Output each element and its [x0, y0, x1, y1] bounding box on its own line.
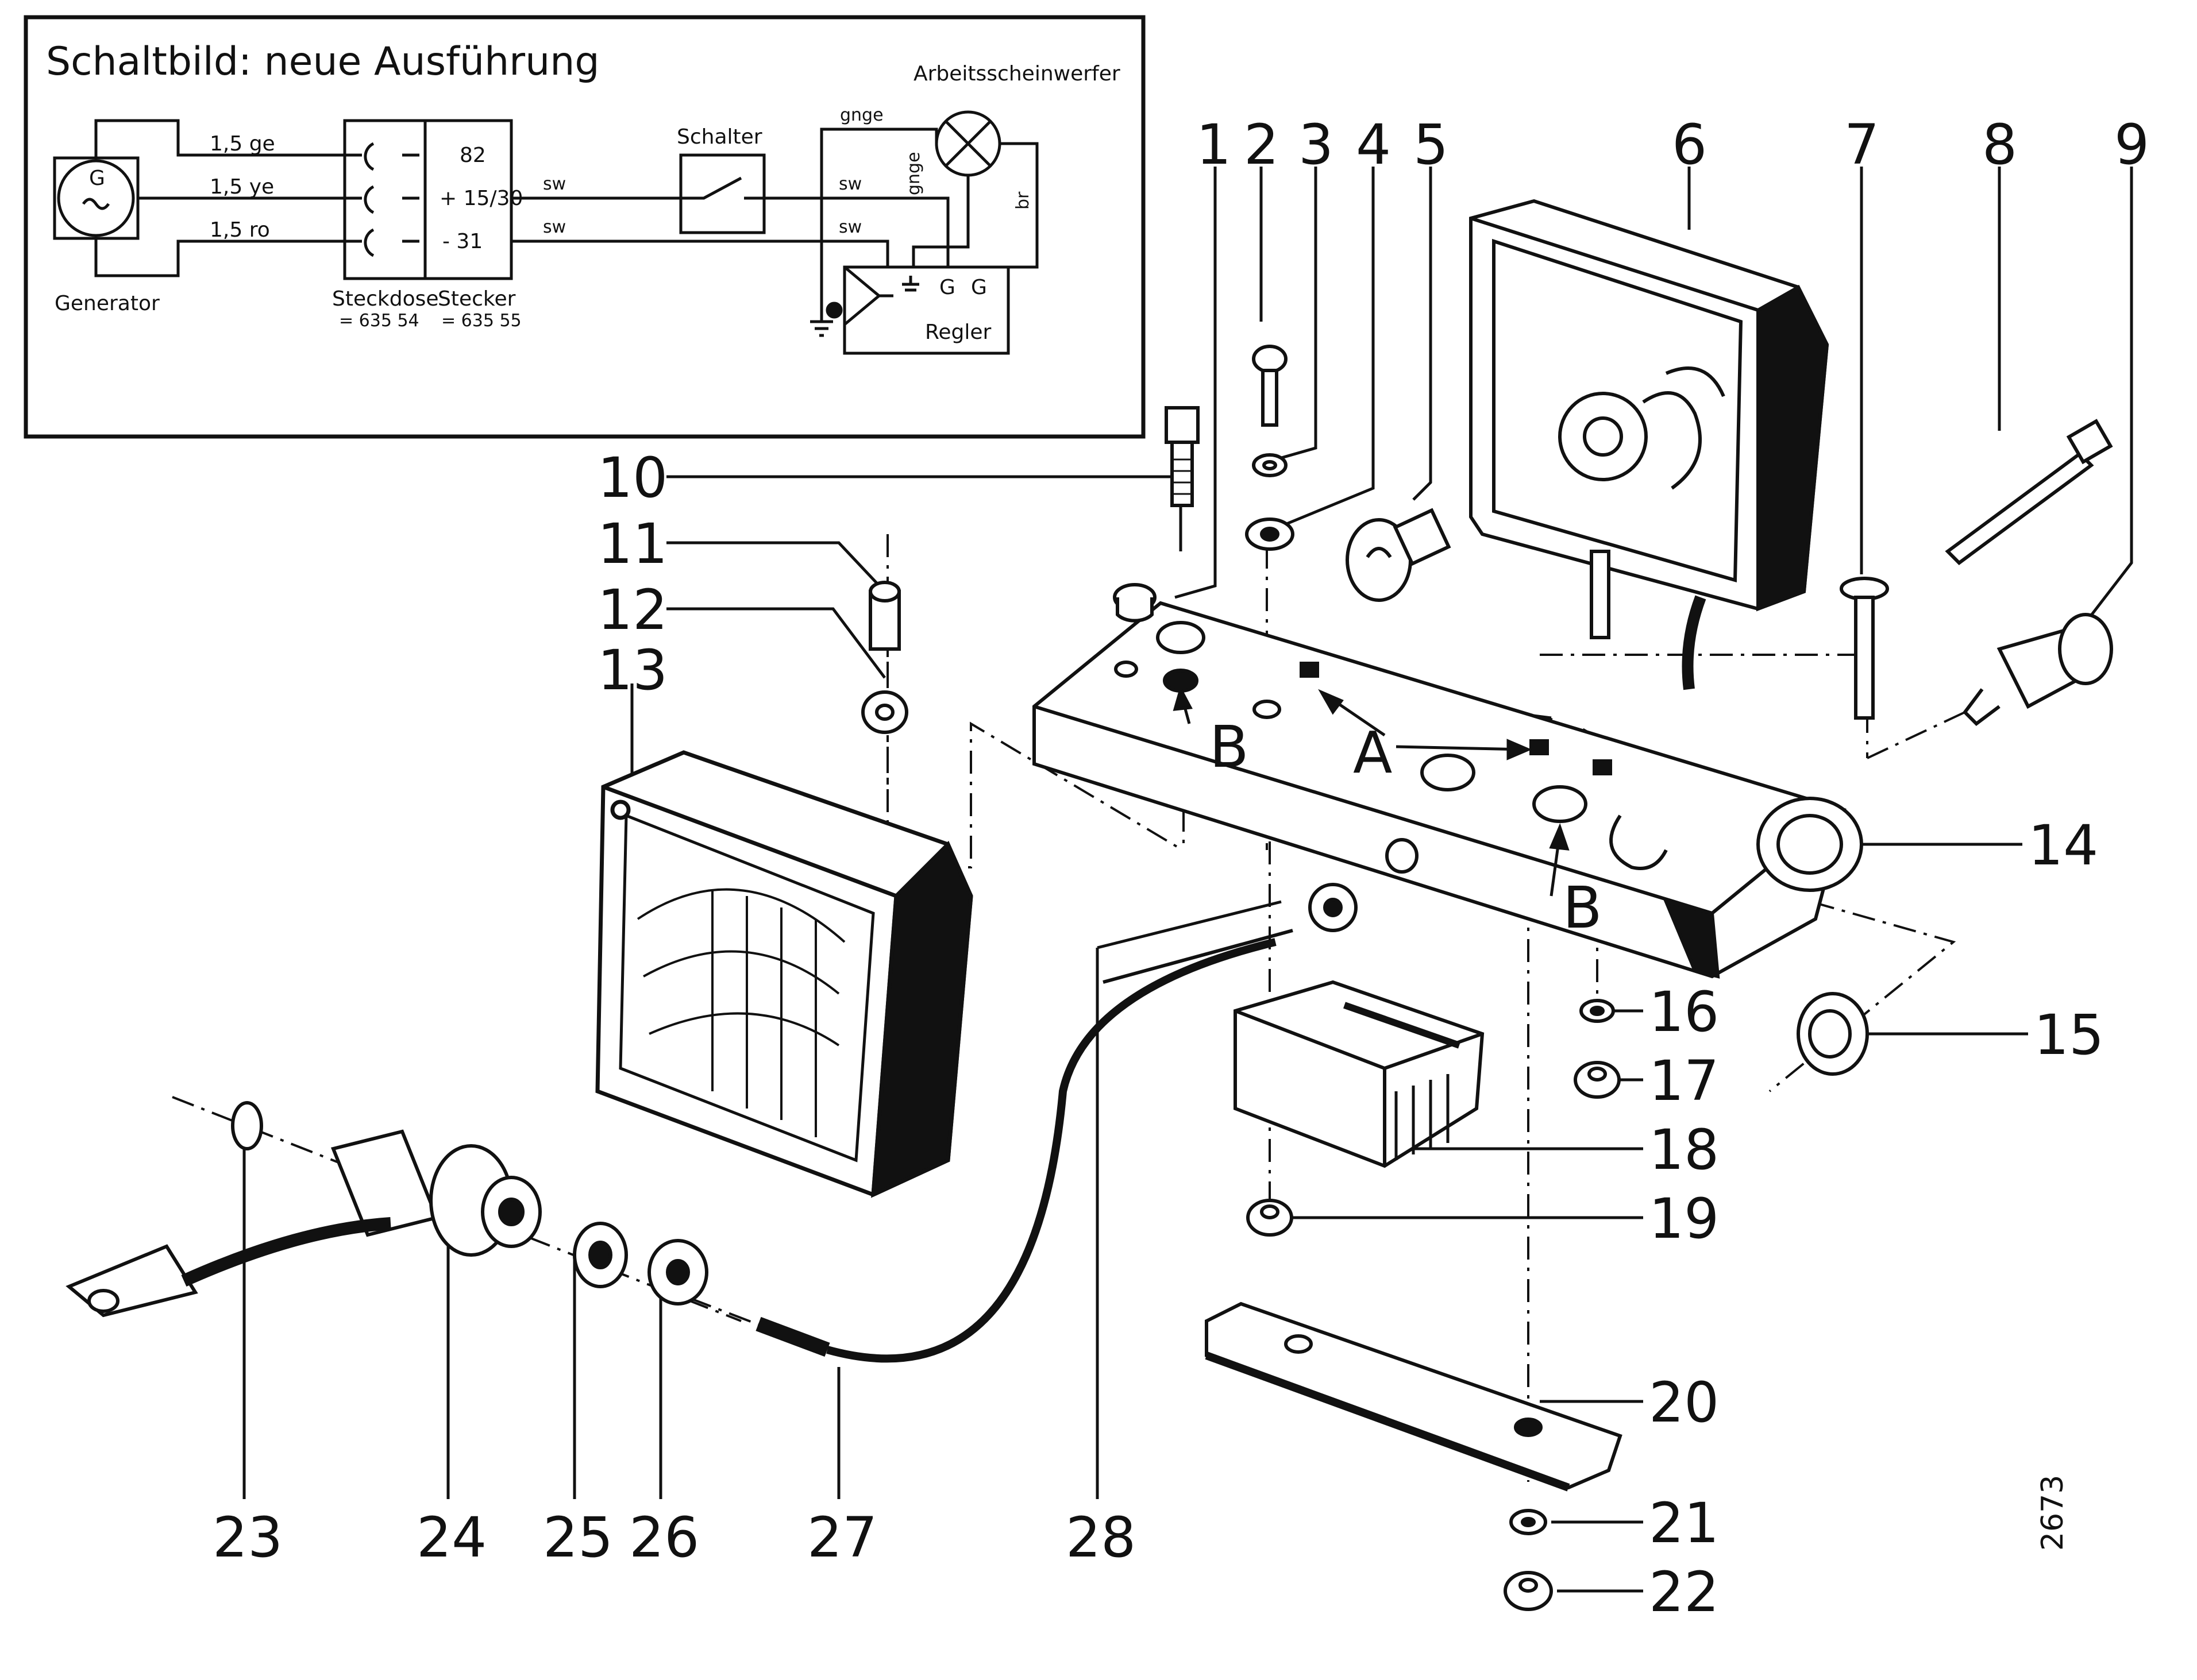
- plug-terminal-82: 82: [460, 144, 486, 167]
- wire-code-sw-3: sw: [839, 174, 862, 194]
- callout-3: 3: [1298, 113, 1333, 177]
- callout-19: 19: [1649, 1187, 1719, 1251]
- callout-1: 1: [1196, 113, 1231, 177]
- washers-and-nuts: [1246, 992, 1869, 1611]
- work-lamp-housing: [1469, 199, 1829, 690]
- callout-7: 7: [1844, 113, 1879, 177]
- callout-22: 22: [1649, 1560, 1719, 1624]
- plug-terminal-31: - 31: [442, 230, 483, 253]
- wire-code-sw-4: sw: [839, 217, 862, 237]
- callout-8: 8: [1982, 113, 2017, 177]
- wire-code-sw-1: sw: [543, 174, 566, 194]
- headlamp-part: [595, 750, 973, 1198]
- socket-label: Steckdose: [332, 287, 439, 311]
- callout-23: 23: [213, 1505, 283, 1570]
- callout-18: 18: [1649, 1118, 1719, 1182]
- callout-21: 21: [1649, 1491, 1719, 1555]
- plug-label: Stecker: [438, 287, 516, 311]
- reference-letter-b-2: B: [1563, 874, 1602, 941]
- bracket-part: [1205, 1301, 1622, 1492]
- wire-code-br: br: [1013, 191, 1033, 210]
- callout-5: 5: [1413, 113, 1448, 177]
- drawing-number: 2673: [2036, 1475, 2070, 1551]
- regulator-part: [1234, 980, 1485, 1168]
- socket-code: = 635 54: [339, 311, 419, 331]
- schematic-title: Schaltbild: neue Ausführung: [46, 39, 600, 84]
- callout-9: 9: [2114, 113, 2149, 177]
- callout-27: 27: [807, 1505, 877, 1570]
- reference-arrows: [1173, 685, 1570, 897]
- callout-20: 20: [1649, 1370, 1719, 1435]
- callout-16: 16: [1649, 980, 1719, 1044]
- callout-13: 13: [598, 638, 668, 702]
- schematic-labels: Schaltbild: neue Ausführung G Generator …: [46, 39, 1120, 344]
- reference-letter-a: A: [1353, 719, 1392, 786]
- regulator-symbol: [843, 265, 1010, 355]
- plug-code: = 635 55: [441, 311, 522, 331]
- wiring-schematic: [24, 15, 1146, 439]
- callout-6: 6: [1672, 113, 1707, 177]
- switch-label: Schalter: [677, 125, 762, 149]
- switch-symbol: [679, 153, 766, 234]
- reference-letter-b-1: B: [1209, 713, 1249, 781]
- callout-28: 28: [1066, 1505, 1136, 1570]
- leader-lines: [242, 167, 2133, 1593]
- callout-4: 4: [1356, 113, 1391, 177]
- callout-12: 12: [598, 578, 668, 642]
- lamp-label: Arbeitsscheinwerfer: [914, 62, 1120, 86]
- plug-terminal-15-30: + 15/30: [440, 187, 523, 210]
- wire-label-3: 1,5 ro: [210, 218, 270, 242]
- fasteners-right: [1840, 419, 2113, 726]
- spacer-and-nut: [861, 581, 908, 734]
- reference-letters: A B B: [1209, 713, 1602, 941]
- base-plate: [1032, 601, 1863, 979]
- generator-label: Generator: [55, 292, 160, 315]
- callout-15: 15: [2034, 1003, 2104, 1067]
- generator-symbol-label: G: [89, 167, 105, 190]
- regulator-terminal-g-1: G: [939, 276, 955, 299]
- fasteners-top: [1113, 345, 1294, 623]
- callout-25: 25: [543, 1505, 613, 1570]
- callout-26: 26: [629, 1505, 699, 1570]
- callout-numbers: 1 2 3 4 5 6 7 8 9 10 11 12 13 14 15 16 1…: [213, 113, 2149, 1624]
- wire-label-1: 1,5 ge: [210, 132, 275, 156]
- callout-24: 24: [417, 1505, 487, 1570]
- callout-2: 2: [1244, 113, 1279, 177]
- bulb-part: [1346, 508, 1451, 602]
- wire-code-sw-2: sw: [543, 217, 566, 237]
- wire-code-gnge-1: gnge: [840, 105, 884, 125]
- socket-assembly: [65, 883, 1358, 1363]
- wire-label-2: 1,5 ye: [210, 175, 274, 199]
- regulator-label: Regler: [925, 320, 992, 344]
- callout-11: 11: [598, 512, 668, 576]
- regulator-terminal-g-2: G: [971, 276, 987, 299]
- wire-code-gnge-2: gnge: [904, 152, 924, 195]
- callout-10: 10: [598, 446, 668, 510]
- callout-14: 14: [2028, 813, 2098, 878]
- callout-17: 17: [1649, 1049, 1719, 1113]
- schematic-frame: [24, 15, 1146, 439]
